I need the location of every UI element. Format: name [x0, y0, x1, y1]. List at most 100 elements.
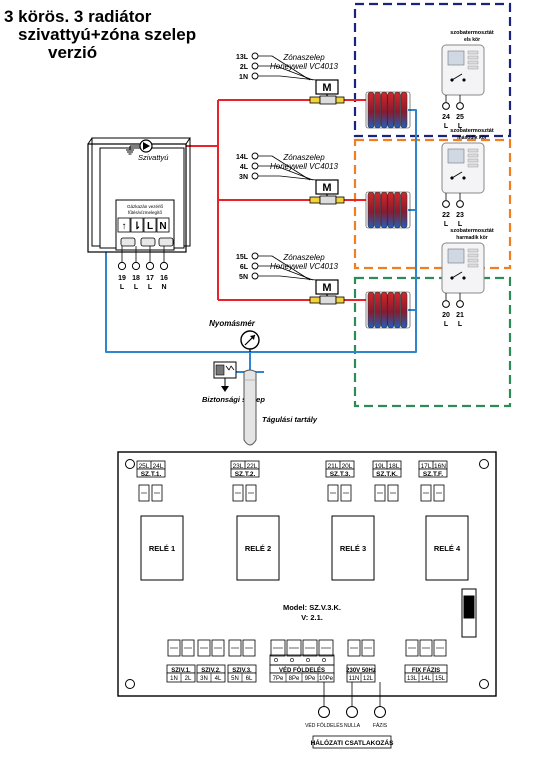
- earth-strip-screw-4: [322, 658, 326, 662]
- zone-1-dashed-box: [353, 2, 512, 138]
- top-connector-szt3-name: SZ.T.3.: [330, 471, 351, 478]
- zone-2-wire-label-4L: 4L: [240, 164, 249, 171]
- bottom-terminal-group-6-pins-box: [404, 672, 448, 683]
- zone-1-radiator-fin-2: [374, 91, 381, 129]
- zone-1-thermostat-subtitle: els kör: [464, 37, 480, 43]
- bottom-terminal-group-3-name: SZIV.3.: [232, 668, 252, 674]
- zone-2-valve-motor-label: M: [322, 182, 331, 194]
- zone-1-thermostat-display: [447, 50, 465, 66]
- zone-2-thermostat-switch: [451, 171, 463, 179]
- board-mounting-hole-2: [479, 459, 489, 469]
- zone-3-thermostat-title: szobatermosztát: [450, 228, 494, 234]
- zone-3-valve-motor-label: M: [322, 282, 331, 294]
- top-connector-szt3-name-box: [325, 468, 355, 478]
- zone-2-thermostat-button-2: [467, 153, 479, 158]
- zone-3-thermostat-terminal-number-21: 21: [456, 312, 464, 319]
- top-connector-sztf-name: SZ.T.F.: [423, 471, 443, 478]
- gas-controller-subtitle: fűtés/vízmelegítő: [128, 210, 163, 215]
- zone-2-radiator-fin-2: [374, 191, 381, 229]
- zone-2-radiator-frame: [365, 191, 411, 229]
- bottom-terminal-group-1-name: SZIV.1.: [171, 668, 191, 674]
- zone-1-radiator-fin-3: [380, 91, 388, 129]
- zone-2-wire-4L: [258, 165, 314, 181]
- gas-controller-slot-1: [117, 217, 131, 233]
- top-connector-szt3-pin-20L: 20L: [342, 463, 353, 470]
- zone-3-radiator-fin-2: [374, 291, 381, 329]
- board-version-label: V: 2.1.: [301, 613, 323, 622]
- zone-1-radiator-fin-1: [367, 91, 375, 129]
- zone-1-thermostat-title: szobatermosztát: [450, 30, 494, 36]
- bottom-terminal-group-4-pin-8Pe: 8Pe: [289, 676, 300, 682]
- zone-3-radiator-frame: [365, 291, 411, 329]
- zone-3-thermostat-button-3: [467, 258, 479, 263]
- bottom-terminal-group-6-pin-15L: 15L: [435, 676, 446, 682]
- boiler-terminal-number-16: 16: [160, 275, 168, 282]
- relay-1-label: RELÉ 1: [149, 544, 175, 553]
- boiler-connector-3: [158, 237, 174, 247]
- earth-strip-screw-3: [306, 658, 310, 662]
- zone-2-radiator-fin-3: [380, 191, 388, 229]
- expansion-tank-label: Tágulási tartály: [262, 415, 318, 424]
- zone-3-radiator-fin-5: [394, 291, 401, 329]
- zone-1-thermostat-button-3: [467, 60, 479, 65]
- earth-strip-screw-2: [290, 658, 294, 662]
- boiler-terminal-type-17: L: [148, 284, 153, 291]
- zone-1-wire-label-2L: 2L: [240, 64, 249, 71]
- gas-controller-slot-2: [130, 217, 144, 233]
- zone-2-thermostat-terminal-22: [442, 200, 450, 208]
- zone-3-radiator-fin-1: [367, 291, 375, 329]
- relay-4-body: [425, 515, 469, 581]
- zone-1-thermostat-button-1: [467, 50, 479, 55]
- boiler-terminal-number-17: 17: [146, 275, 154, 282]
- zone-3-thermostat-button-2: [467, 253, 479, 258]
- zone-3-wire-6L: [258, 265, 314, 281]
- zone-3-wire-terminal-15L: [251, 252, 259, 260]
- pressure-gauge-label: Nyomásmér: [209, 319, 256, 328]
- zone-2-radiator-fin-6: [400, 191, 408, 229]
- zone-2-thermostat-terminal-number-22: 22: [442, 212, 450, 219]
- zone-2-wire-terminal-3N: [251, 172, 259, 180]
- zone-2-thermostat-button-3: [467, 158, 479, 163]
- top-connector-szt2-pin-23L: 23L: [233, 463, 244, 470]
- bottom-terminal-group-5-pin-12L: 12L: [363, 676, 374, 682]
- zone-3-thermostat-switch: [451, 271, 463, 279]
- relay-3-label: RELÉ 3: [340, 544, 366, 553]
- zone-2-radiator-fin-5: [394, 191, 401, 229]
- boiler-terminal-16: [159, 261, 169, 271]
- zone-1-valve-port-in: [309, 96, 321, 104]
- zone-3-thermostat-terminal-21: [456, 300, 464, 308]
- top-connector-szt2-name-box: [230, 468, 260, 478]
- bottom-terminal-group-1-pin-2L: 2L: [185, 676, 192, 682]
- zone-2-radiator-fin-4: [387, 191, 395, 229]
- zone-1-valve-title: Zónaszelep: [282, 53, 325, 62]
- zone-3-dashed-box: [353, 276, 512, 408]
- bottom-terminal-group-5-pin-11N: 11N: [349, 676, 360, 682]
- gas-controller-title: Gázkazán vezérlő: [127, 204, 164, 209]
- zone-2-radiator-fin-1: [367, 191, 375, 229]
- zone-1-thermostat-switch: [451, 73, 463, 81]
- relay-2-label: RELÉ 2: [245, 544, 271, 553]
- zone-2-wire-3N: [258, 175, 317, 181]
- boiler-top-face: [87, 137, 191, 145]
- gas-controller-symbol-3: L: [147, 221, 153, 232]
- top-connector-sztk-pin-19L: 19L: [375, 463, 386, 470]
- zone-2-thermostat-terminal-number-23: 23: [456, 212, 464, 219]
- top-connector-sztk-name: SZ.T.K.: [376, 471, 398, 478]
- top-connector-sztk-pin-18L: 18L: [389, 463, 400, 470]
- zone-2-dashed-box: [353, 138, 512, 270]
- bottom-terminal-group-6-name: FIX FÁZIS: [412, 667, 440, 674]
- bottom-terminal-group-6-pin-14L: 14L: [421, 676, 432, 682]
- zone-2-thermostat-terminal-type-22: L: [444, 221, 449, 228]
- zone-3-radiator-fin-6: [400, 291, 408, 329]
- gas-controller-symbol-4: N: [159, 221, 166, 232]
- board-mounting-hole-1: [125, 459, 135, 469]
- gas-controller-slot-4: [156, 217, 170, 233]
- zone-3-thermostat-button-1: [467, 248, 479, 253]
- zone-1-thermostat-contact-b: [462, 78, 466, 82]
- boiler-terminal-type-16: N: [161, 284, 166, 291]
- gas-controller-slot-3: [143, 217, 157, 233]
- top-connector-sztf-pin-16N: 16N: [434, 463, 446, 470]
- bottom-terminal-group-2-pin-3N: 3N: [200, 676, 208, 682]
- zone-1-thermostat-terminal-24: [442, 102, 450, 110]
